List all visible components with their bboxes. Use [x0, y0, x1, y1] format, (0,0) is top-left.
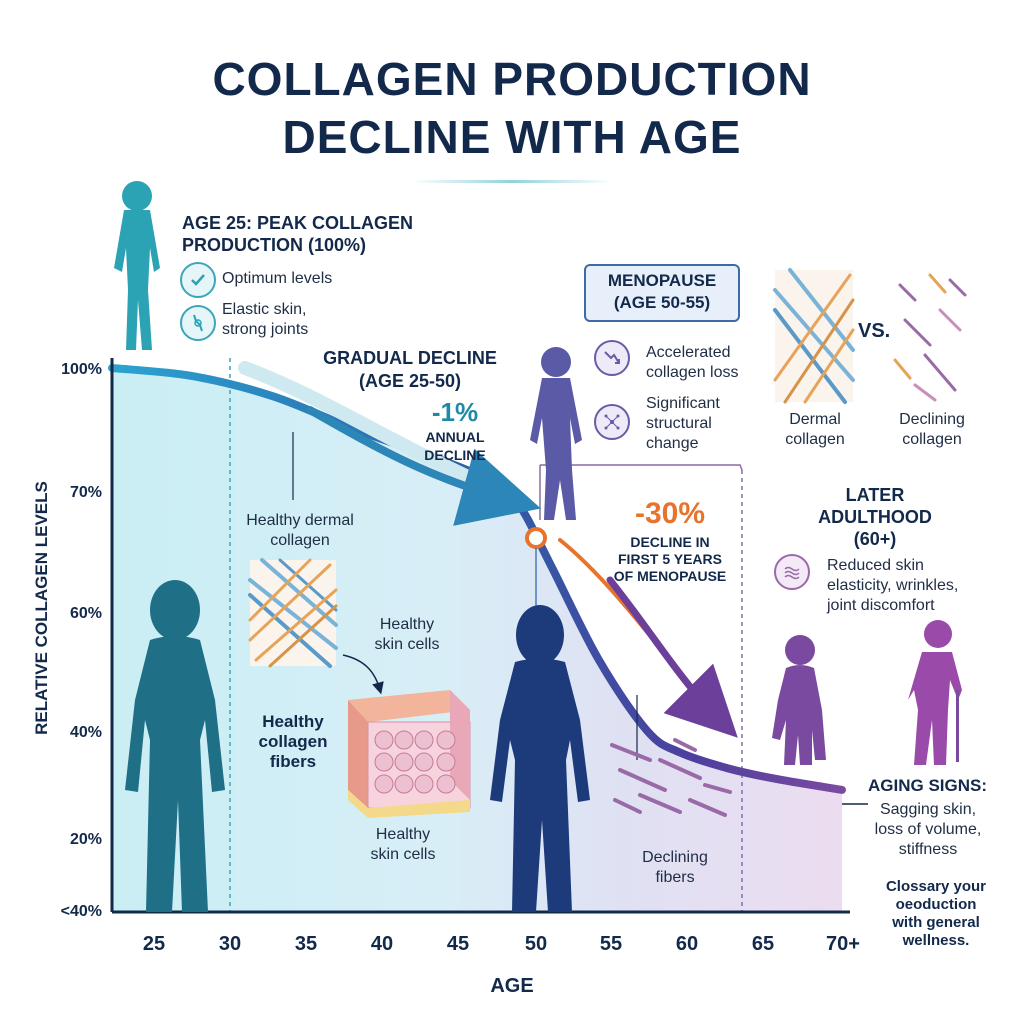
- label-healthy-fibers-line3: fibers: [269, 752, 317, 771]
- label-skin-cells-bottom-line1: Healthy: [375, 826, 431, 843]
- label-skin-cells-top-line2: skin cells: [374, 636, 440, 653]
- label-declining-fibers-line2: fibers: [655, 869, 695, 886]
- later-heading-line1: LATER: [845, 485, 905, 505]
- y-tick-label: 60%: [70, 605, 102, 622]
- menopause-bracket: [540, 464, 743, 471]
- decline-zigzag-icon: [594, 340, 630, 376]
- page-title-line2: DECLINE WITH AGE: [282, 111, 742, 163]
- label-healthy-dermal-line1: Healthy dermal: [246, 512, 354, 529]
- compare-left-line2: collagen: [785, 431, 845, 448]
- y-tick-label: 100%: [61, 361, 102, 378]
- young-woman-silhouette-icon: [125, 580, 225, 912]
- compare-left-line1: Dermal: [789, 411, 841, 428]
- menopause-rate-line1: DECLINE IN: [630, 534, 710, 550]
- aging-line3: stiffness: [898, 841, 958, 858]
- y-tick-label: 70%: [70, 484, 102, 501]
- peak-heading-line1: AGE 25: PEAK COLLAGEN: [182, 213, 414, 233]
- later-desc-line1: Reduced skin: [827, 557, 924, 574]
- age-50-point: [525, 527, 547, 549]
- chart-area-fill: [112, 368, 842, 912]
- label-healthy-fibers-line1: Healthy: [262, 712, 324, 731]
- footer-note-line3: with general: [892, 914, 980, 931]
- x-tick-label: 50: [525, 933, 547, 955]
- y-tick-label: <40%: [61, 903, 102, 920]
- declining-collagen-image: [893, 273, 967, 402]
- area-fill: [112, 368, 842, 912]
- dermal-collagen-image: [773, 268, 855, 404]
- menopause-woman-icon: [530, 347, 582, 520]
- elderly-woman-icon: [772, 635, 826, 765]
- x-tick-label: 25: [143, 933, 165, 955]
- aging-heading: AGING SIGNS:: [868, 776, 988, 795]
- gradual-rate-line1: ANNUAL: [425, 429, 485, 445]
- page-title-line1: COLLAGEN PRODUCTION: [212, 53, 812, 105]
- x-tick-label: 65: [752, 933, 774, 955]
- aging-line2: loss of volume,: [874, 821, 982, 838]
- menopause-item1-line1: Accelerated: [646, 344, 731, 361]
- label-healthy-fibers-line2: collagen: [258, 732, 328, 751]
- gradual-heading-line1: GRADUAL DECLINE: [323, 348, 497, 368]
- structure-network-icon: [594, 404, 630, 440]
- checkmark-icon: [180, 262, 216, 298]
- middle-age-silhouette-icon: [490, 605, 590, 912]
- menopause-item2-line3: change: [646, 435, 699, 452]
- peak-item-joints: strong joints: [222, 321, 309, 338]
- y-tick-label: 40%: [70, 724, 102, 741]
- gradual-heading-line2: (AGE 25-50): [358, 371, 462, 391]
- menopause-item2-line2: structural: [646, 415, 712, 432]
- peak-item-optimum: Optimum levels: [222, 270, 333, 287]
- later-heading-line3: (60+): [853, 529, 897, 549]
- x-tick-label: 30: [219, 933, 241, 955]
- label-skin-cells-bottom-line2: skin cells: [370, 846, 436, 863]
- menopause-box-line2: (AGE 50-55): [613, 293, 711, 312]
- healthy-collagen-fibers-illustration: [248, 558, 338, 668]
- label-healthy-dermal-line2: collagen: [270, 532, 330, 549]
- peak-item-elastic: Elastic skin,: [222, 301, 307, 318]
- joint-icon: [180, 305, 216, 341]
- menopause-box: MENOPAUSE (AGE 50-55): [584, 264, 740, 322]
- x-tick-label: 45: [447, 933, 469, 955]
- menopause-rate: -30%: [634, 497, 706, 530]
- gradual-rate: -1%: [431, 397, 479, 427]
- menopause-rate-line3: OF MENOPAUSE: [613, 568, 727, 584]
- elderly-man-icon: [908, 620, 962, 765]
- title-divider: [412, 180, 612, 183]
- gradual-rate-line2: DECLINE: [424, 447, 486, 463]
- menopause-decline-arrow: [606, 576, 738, 738]
- compare-vs: VS.: [858, 320, 891, 342]
- skin-cells-illustration: [348, 690, 471, 818]
- label-skin-cells-top-line1: Healthy: [379, 616, 435, 633]
- declining-fibers-illustration: [610, 738, 732, 817]
- later-desc-line3: joint discomfort: [827, 597, 935, 614]
- x-axis-label: AGE: [490, 975, 534, 997]
- aging-line1: Sagging skin,: [879, 801, 977, 818]
- label-declining-fibers-line1: Declining: [642, 849, 708, 866]
- axis-ticks: 25 30 35 40 45 50 55 60 65 70+ 100% 70% 60% 40% 20% <40…: [61, 361, 860, 955]
- y-tick-label: 20%: [70, 831, 102, 848]
- menopause-item1-line2: collagen loss: [646, 364, 739, 381]
- x-tick-label: 55: [600, 933, 622, 955]
- peak-heading-line2: PRODUCTION (100%): [182, 235, 367, 255]
- x-tick-label: 35: [295, 933, 317, 955]
- y-axis-label: RELATIVE COLLAGEN LEVELS: [32, 481, 51, 735]
- x-tick-label: 60: [676, 933, 698, 955]
- x-tick-label: 70+: [826, 933, 860, 955]
- footer-note-line2: oeoduction: [895, 896, 977, 913]
- footer-note-line4: wellness.: [902, 932, 970, 949]
- callout-skin-arrow: [342, 654, 384, 695]
- compare-right-line2: collagen: [902, 431, 962, 448]
- x-tick-label: 40: [371, 933, 393, 955]
- menopause-box-line1: MENOPAUSE: [607, 271, 717, 290]
- wrinkles-icon: [774, 554, 810, 590]
- peak-figure-icon: [114, 181, 160, 350]
- gradual-decline-arrow: [306, 406, 541, 526]
- compare-right-line1: Declining: [899, 411, 965, 428]
- later-desc-line2: elasticity, wrinkles,: [827, 577, 959, 594]
- footer-note-line1: Clossary your: [885, 878, 987, 895]
- later-heading-line2: ADULTHOOD: [818, 507, 932, 527]
- menopause-item2-line1: Significant: [646, 395, 720, 412]
- menopause-rate-line2: FIRST 5 YEARS: [618, 551, 722, 567]
